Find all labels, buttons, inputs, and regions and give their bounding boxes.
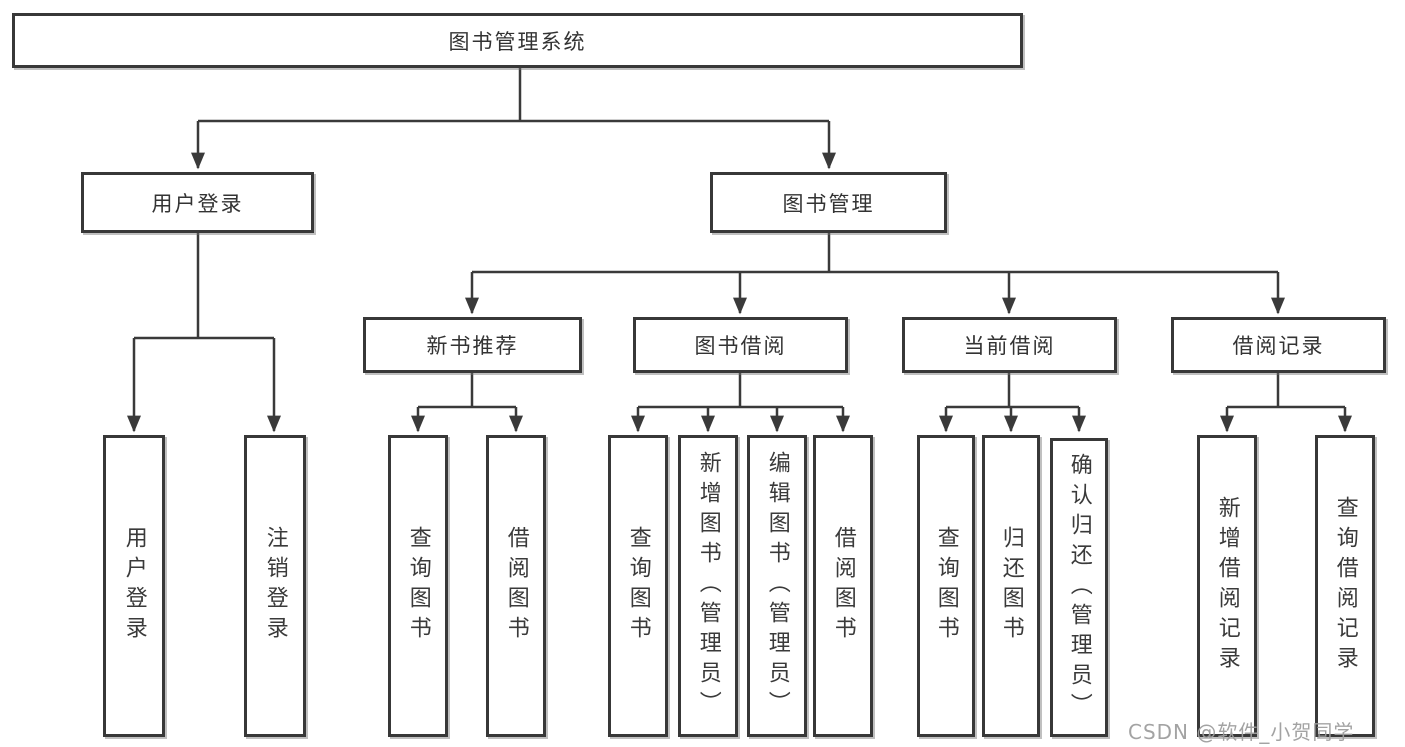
edges-book-management-to-level3 [465,233,1285,315]
node-user-login-label: 用户登录 [151,191,244,216]
leaf-query-books-recommend: 查询图书 [388,435,448,737]
leaf-edit-book-admin: 编辑图书（管理员） [747,435,807,737]
leaf-borrow-books-recommend: 借阅图书 [486,435,546,737]
leaf-query-borrow-record: 查询借阅记录 [1315,435,1375,737]
node-book-management-label: 图书管理 [782,191,875,216]
node-current-borrow-label: 当前借阅 [963,334,1056,358]
leaf-query-books-borrow-label: 查询图书 [625,526,651,646]
edges-book-borrow-to-leaves [631,373,850,433]
leaf-add-book-admin-label: 新增图书（管理员） [695,451,721,721]
edges-borrow-record-to-leaves [1220,373,1352,433]
leaf-add-book-admin: 新增图书（管理员） [678,435,738,737]
leaf-return-books: 归还图书 [982,435,1040,737]
edges-root-to-level2 [191,68,836,170]
leaf-query-books-borrow: 查询图书 [608,435,668,737]
node-user-login: 用户登录 [81,172,314,233]
leaf-query-borrow-record-label: 查询借阅记录 [1332,496,1358,676]
leaf-borrow-books-label: 借阅图书 [830,526,856,646]
node-new-book-recommend-label: 新书推荐 [426,334,519,358]
leaf-user-login-label: 用户登录 [121,526,147,646]
leaf-borrow-books: 借阅图书 [813,435,873,737]
leaf-add-borrow-record-label: 新增借阅记录 [1214,496,1240,676]
leaf-edit-book-admin-label: 编辑图书（管理员） [764,451,790,721]
leaf-query-books-current: 查询图书 [917,435,975,737]
leaf-logout: 注销登录 [244,435,306,737]
node-book-borrow: 图书借阅 [633,317,848,373]
node-book-management: 图书管理 [710,172,947,233]
edges-new-book-recommend-to-leaves [411,373,523,433]
leaf-user-login: 用户登录 [103,435,165,737]
root-node-label: 图书管理系统 [448,29,587,54]
node-borrow-record: 借阅记录 [1171,317,1386,373]
csdn-watermark: CSDN @软件_小贺同学 [1128,720,1355,744]
leaf-borrow-books-recommend-label: 借阅图书 [503,526,529,646]
node-new-book-recommend: 新书推荐 [363,317,582,373]
edges-current-borrow-to-leaves [939,373,1086,433]
node-borrow-record-label: 借阅记录 [1232,334,1325,358]
root-node-library-management-system: 图书管理系统 [12,13,1023,68]
leaf-logout-label: 注销登录 [262,526,288,646]
node-current-borrow: 当前借阅 [902,317,1117,373]
edges-user-login-to-leaves [127,233,281,433]
leaf-return-books-label: 归还图书 [998,526,1024,646]
leaf-confirm-return-admin-label: 确认归还（管理员） [1066,452,1092,723]
leaf-query-books-recommend-label: 查询图书 [405,526,431,646]
leaf-query-books-current-label: 查询图书 [933,526,959,646]
node-book-borrow-label: 图书借阅 [694,334,787,358]
leaf-add-borrow-record: 新增借阅记录 [1197,435,1257,737]
leaf-confirm-return-admin: 确认归还（管理员） [1050,438,1108,737]
